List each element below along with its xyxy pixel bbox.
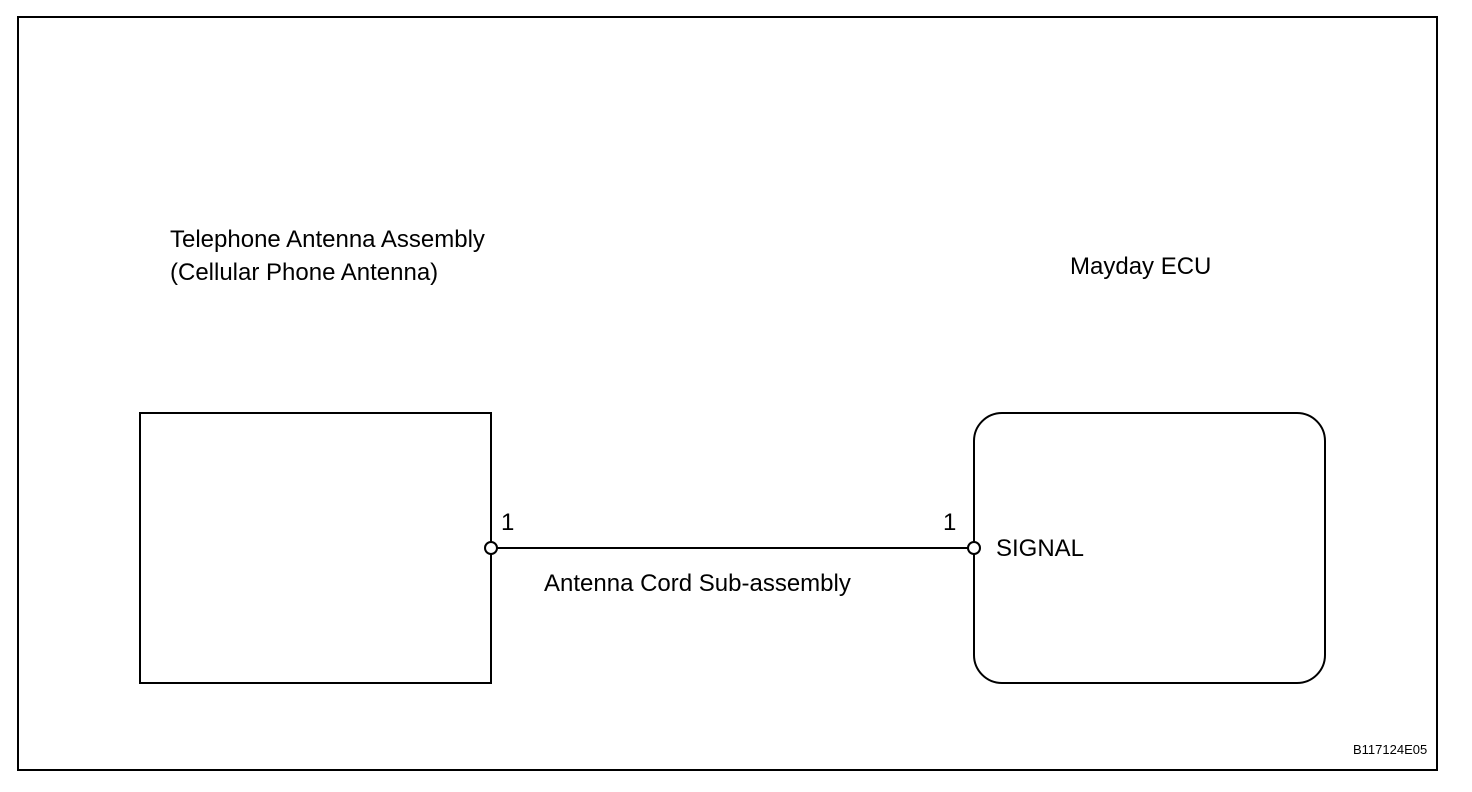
figure-code: B117124E05 xyxy=(1353,742,1428,757)
antenna-title-line2: (Cellular Phone Antenna) xyxy=(170,259,439,286)
ecu-pin-number: 1 xyxy=(943,509,957,536)
ecu-terminal-name: SIGNAL xyxy=(996,535,1085,562)
wire-label: Antenna Cord Sub-assembly xyxy=(544,570,851,597)
ecu-title: Mayday ECU xyxy=(1070,253,1212,280)
antenna-assembly-box xyxy=(139,412,492,684)
antenna-pin-1-terminal xyxy=(484,541,498,555)
antenna-title-line1: Telephone Antenna Assembly xyxy=(170,226,485,253)
diagram-frame xyxy=(17,16,1438,771)
antenna-pin-number: 1 xyxy=(501,509,515,536)
ecu-pin-1-terminal xyxy=(967,541,981,555)
